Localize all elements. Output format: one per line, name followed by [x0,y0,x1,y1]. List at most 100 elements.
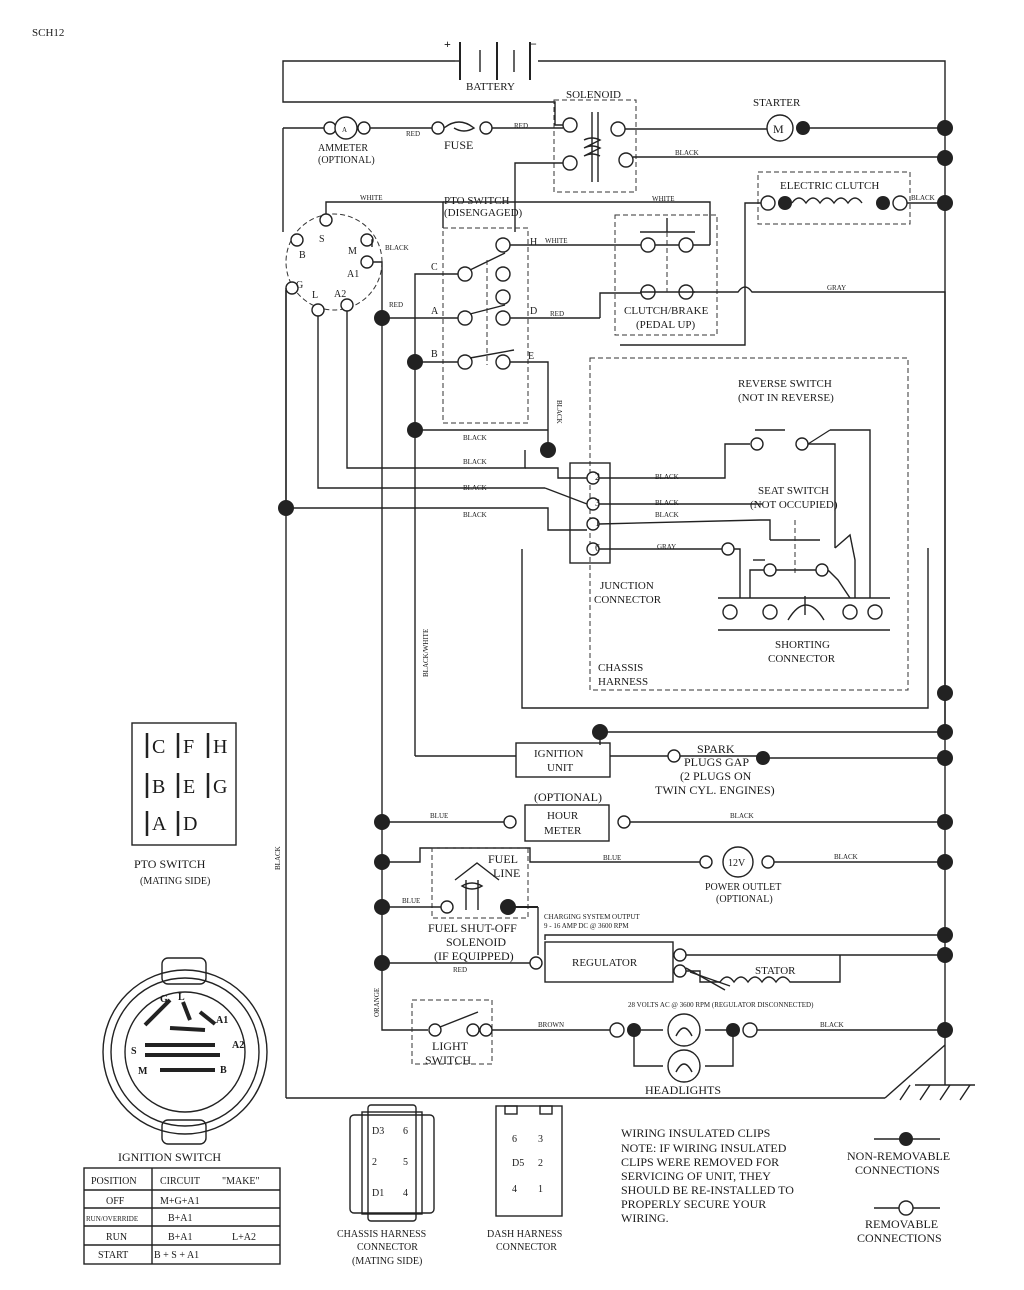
seat-label-1: SEAT SWITCH [758,485,829,497]
ign-term-a2: A2 [334,289,346,300]
ign-term-b: B [299,250,306,261]
dash-harness-connector: 6 3 D5 2 4 1 DASH HARNESS CONNECTOR [487,1105,563,1253]
junction-pin-6: 6 [595,543,600,554]
clutch-brake-label-2: (PEDAL UP) [636,319,696,331]
battery-minus: − [530,37,537,51]
chassis-d3: D3 [372,1126,384,1137]
dash-p6: 6 [512,1134,517,1145]
ign-row-2-pos: RUN [106,1232,127,1243]
pto-m-h: H [213,736,227,758]
ign-th-make: "MAKE" [222,1176,260,1187]
legend-removable-2: CONNECTIONS [857,1231,942,1245]
wire-blue-po: BLUE [603,854,621,862]
power-outlet-symbol: 12V [728,858,746,869]
charging-ac: 28 VOLTS AC @ 3600 RPM (REGULATOR DISCON… [628,1001,814,1009]
wire-black-frame: BLACK [274,846,282,870]
hour-meter-label-1: HOUR [547,810,579,822]
ign-th-circuit: CIRCUIT [160,1176,200,1187]
pto-term-h: H [530,237,537,248]
junction-connector: 2 3 1 6 JUNCTION CONNECTOR [569,462,662,606]
legend-removable-dot [898,1200,914,1216]
pto-switch-mating: C F H B E G A D PTO SWITCH (MATING SIDE) [131,722,237,887]
note-line-0: NOTE: IF WIRING INSULATED [621,1141,787,1155]
legend-removable-1: REMOVABLE [865,1217,938,1231]
dash-p4: 4 [512,1184,517,1195]
wire-orange: ORANGE [373,988,381,1017]
starter-label: STARTER [753,97,801,109]
pto-label-2: (DISENGAGED) [444,207,523,219]
wire-black-j1: BLACK [463,458,487,466]
reverse-label-2: (NOT IN REVERSE) [738,392,834,404]
fuel-solenoid-line-1: FUEL SHUT-OFF [428,921,517,935]
junction-label-1: JUNCTION [600,580,654,592]
regulator-stator: CHARGING SYSTEM OUTPUT 9 - 16 AMP DC @ 3… [374,907,953,1009]
regulator-label: REGULATOR [572,957,638,969]
ign-term-l: L [312,290,318,301]
wire-black-j5: BLACK [655,499,679,507]
ign-row-0-c1: M+G+A1 [160,1196,200,1207]
seat-switch: SEAT SWITCH (NOT OCCUPIED) [721,485,856,599]
ignition-switch-title: IGNITION SWITCH [118,1150,221,1164]
pto-m-g: G [213,776,227,798]
wire-black-white: BLACK/WHITE [422,629,430,677]
fuel-solenoid: FUEL LINE BLUE FUEL SHUT-OFF SOLENOID (I… [374,847,538,963]
chassis-harness: CHASSIS HARNESS [589,357,909,691]
wiring-note: WIRING INSULATED CLIPS NOTE: IF WIRING I… [621,1126,794,1225]
electric-clutch: ELECTRIC CLUTCH BLACK [620,171,953,346]
junction-pin-1: 1 [595,518,600,529]
fuel-solenoid-line-2: SOLENOID [446,935,506,949]
wire-brown: BROWN [538,1021,564,1029]
pto-m-e: E [183,776,195,798]
dash-d5: D5 [512,1158,524,1169]
power-outlet: BLUE 12V BLACK POWER OUTLET (OPTIONAL) [374,846,953,905]
battery-label: BATTERY [466,81,515,93]
note-line-2: SERVICING OF UNIT, THEY [621,1169,771,1183]
fuel-label: FUEL [488,852,518,866]
pto-switch-schematic: PTO SWITCH (DISENGAGED) C H A D B E WHIT… [382,195,710,452]
chassis-p6: 6 [403,1126,408,1137]
wire-white-h: WHITE [545,237,568,245]
charging-line-1: CHARGING SYSTEM OUTPUT [544,913,640,921]
wire-black-hm: BLACK [730,812,754,820]
wire-black-pto: BLACK [463,434,487,442]
wire-white-1: WHITE [360,194,383,202]
dash-conn-label-1: DASH HARNESS [487,1229,562,1240]
junction-label-2: CONNECTOR [594,594,662,606]
dash-p2: 2 [538,1158,543,1169]
ignition-switch-schematic: S B G L M A1 A2 WHITE BLACK RED [285,194,545,508]
power-outlet-label-1: POWER OUTLET [705,882,781,893]
hour-meter-label-2: METER [544,825,582,837]
wire-black-j6: BLACK [655,511,679,519]
battery: + − BATTERY [444,37,537,93]
solenoid: SOLENOID [553,89,637,193]
note-line-4: PROPERLY SECURE YOUR [621,1197,766,1211]
legend-nonremovable-2: CONNECTIONS [855,1163,940,1177]
chassis-harness-connector: D3 6 2 5 D1 4 CHASSIS HARNESS CONNECTOR … [337,1104,435,1267]
ign-face-s: S [131,1046,137,1057]
dash-p3: 3 [538,1134,543,1145]
ign-term-g: G [296,280,303,291]
pto-m-a: A [152,813,167,835]
ammeter-optional: (OPTIONAL) [318,155,375,166]
ign-term-a1: A1 [347,269,359,280]
junction-pin-2: 2 [595,472,600,483]
junction-pin-3: 3 [595,498,600,509]
wire-red-1: RED [406,130,420,138]
ign-row-2-c1: B+A1 [168,1232,193,1243]
clutch-brake-switch: WHITE CLUTCH/BRAKE (PEDAL UP) GRAY [443,195,946,693]
ign-face-l: L [178,992,185,1003]
wire-black-po: BLACK [834,853,858,861]
chassis-p5: 5 [403,1157,408,1168]
doc-code: SCH12 [32,27,64,39]
light-switch-label-1: LIGHT [432,1039,469,1053]
fuse-label: FUSE [444,138,473,152]
light-switch-label-2: SWITCH [425,1053,471,1067]
ign-row-0-pos: OFF [106,1196,125,1207]
pto-m-b: B [152,776,165,798]
stator-label: STATOR [755,965,796,977]
pto-term-e: E [528,351,534,362]
ign-face-g: G [160,994,168,1005]
chassis-harness-label-2: HARNESS [598,676,648,688]
ignition-unit-label-2: UNIT [547,762,574,774]
